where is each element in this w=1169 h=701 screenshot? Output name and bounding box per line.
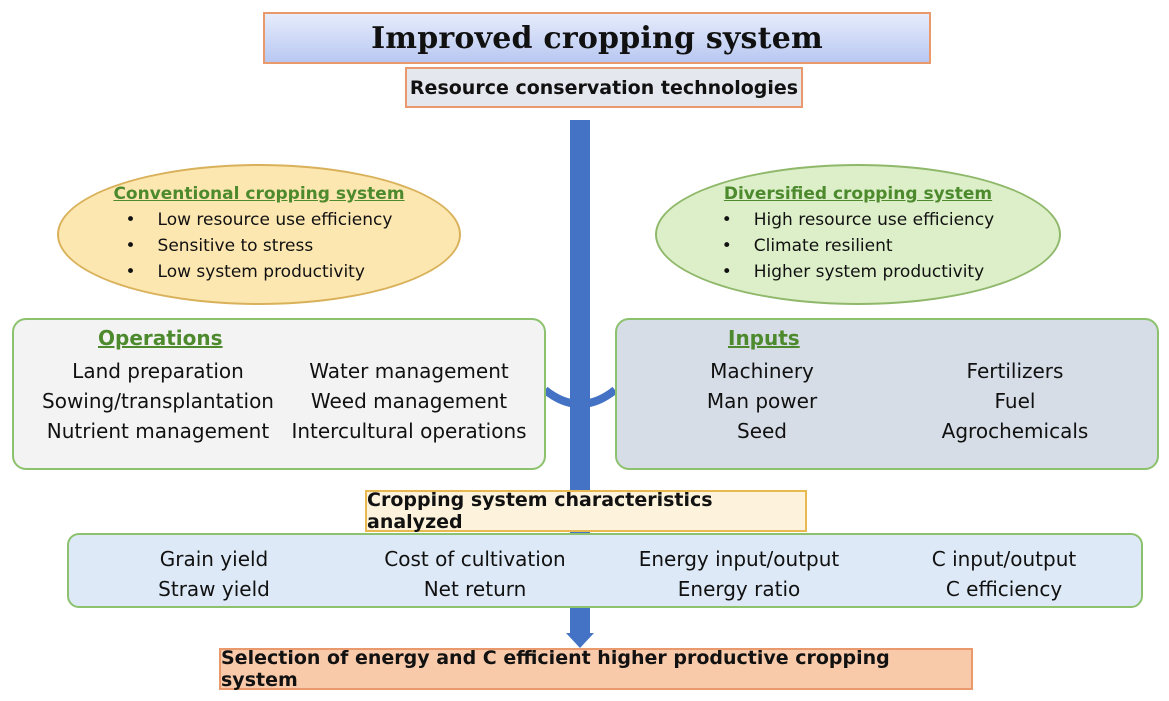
list-item: Grain yield [159,547,269,571]
list-item: C efficiency [945,577,1063,601]
list-item: Nutrient management [46,419,270,443]
list-item: Machinery [710,359,814,383]
final-selection-box: Selection of energy and C efficient high… [219,647,973,691]
diagram-title: Improved cropping system [371,20,823,56]
list-item: Cost of cultivation [384,547,566,571]
diversified-title: Diversified cropping system [723,184,993,204]
arrow-head [566,633,594,648]
list-item: Sensitive to stress [126,233,393,259]
conventional-system-ellipse: Conventional cropping system Low resourc… [57,164,461,305]
operations-col-2: Water management Weed management Intercu… [282,356,536,446]
conventional-list: Low resource use efficiency Sensitive to… [126,207,393,285]
title-box: Improved cropping system [263,12,931,64]
metrics-col-4: C input/output C efficiency [909,544,1099,604]
characteristics-metrics-box: Grain yield Straw yield Cost of cultivat… [67,533,1143,608]
list-item: Sowing/transplantation [42,389,274,413]
list-item: Net return [423,577,527,601]
characteristics-title-box: Cropping system characteristics analyzed [365,489,807,533]
operations-box: Operations Land preparation Sowing/trans… [12,318,546,470]
list-item: Intercultural operations [291,419,527,443]
metrics-col-1: Grain yield Straw yield [131,544,297,604]
list-item: Man power [706,389,818,413]
list-item: Fertilizers [966,359,1064,383]
list-item: Seed [737,419,787,443]
list-item: Agrochemicals [941,419,1089,443]
inputs-box: Inputs Machinery Man power Seed Fertiliz… [615,318,1159,470]
list-item: High resource use efficiency [722,207,995,233]
inputs-col-2: Fertilizers Fuel Agrochemicals [927,356,1103,446]
list-item: Energy ratio [677,577,801,601]
operations-col-1: Land preparation Sowing/transplantation … [32,356,284,446]
diversified-system-ellipse: Diversified cropping system High resourc… [655,164,1061,305]
list-item: Higher system productivity [722,259,995,285]
list-item: Fuel [994,389,1036,413]
resource-conservation-box: Resource conservation technologies [405,67,803,108]
list-item: Climate resilient [722,233,995,259]
list-item: Energy input/output [638,547,840,571]
list-item: Low resource use efficiency [126,207,393,233]
list-item: C input/output [931,547,1077,571]
operations-title: Operations [98,326,223,350]
inputs-col-1: Machinery Man power Seed [677,356,847,446]
list-item: Straw yield [158,577,270,601]
diversified-list: High resource use efficiency Climate res… [722,207,995,285]
list-item: Land preparation [72,359,244,383]
operations-inputs-link [542,386,618,408]
list-item: Low system productivity [126,259,393,285]
metrics-col-3: Energy input/output Energy ratio [619,544,859,604]
metrics-col-2: Cost of cultivation Net return [365,544,585,604]
conventional-title: Conventional cropping system [113,184,405,204]
list-item: Weed management [310,389,508,413]
list-item: Water management [309,359,509,383]
inputs-title: Inputs [728,326,800,350]
